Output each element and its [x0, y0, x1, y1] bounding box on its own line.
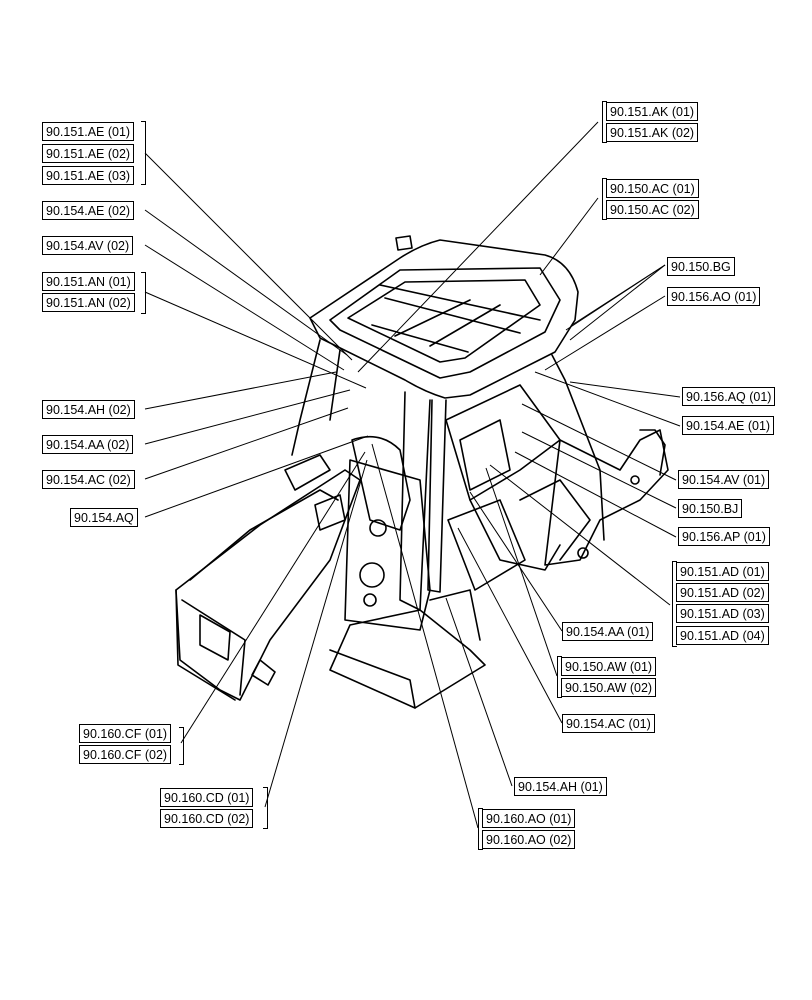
callout-90-160-ao-02: 90.160.AO (02) — [482, 830, 576, 849]
callout-90-160-cf-02: 90.160.CF (02) — [79, 745, 172, 764]
loader-arm — [544, 429, 669, 566]
callout-90-160-ao-01: 90.160.AO (01) — [482, 809, 576, 828]
callout-90-151-an-01: 90.151.AN (01) — [42, 272, 135, 291]
beacon — [395, 235, 413, 251]
callout-90-160-cf-01: 90.160.CF (01) — [79, 724, 172, 743]
roof-outline — [309, 239, 579, 399]
callout-90-150-bj: 90.150.BJ — [678, 499, 743, 518]
callout-90-151-ak-02: 90.151.AK (02) — [606, 123, 699, 142]
callout-90-154-av-01: 90.154.AV (01) — [678, 470, 770, 489]
callout-90-150-ac-01: 90.150.AC (01) — [606, 179, 699, 198]
roof-glass — [347, 279, 541, 363]
callout-90-154-aa-02: 90.154.AA (02) — [42, 435, 134, 454]
step — [329, 609, 486, 709]
callout-90-156-aq-01: 90.156.AQ (01) — [682, 387, 776, 406]
grille — [181, 599, 246, 696]
rear-hood — [175, 469, 361, 701]
callout-90-151-ae-01: 90.151.AE (01) — [42, 122, 135, 141]
callout-90-151-ad-03: 90.151.AD (03) — [676, 604, 769, 623]
callout-90-154-ac-01: 90.154.AC (01) — [562, 714, 655, 733]
bracket — [602, 178, 607, 220]
callout-90-154-ae-02: 90.154.AE (02) — [42, 201, 135, 220]
callout-90-156-ap-01: 90.156.AP (01) — [678, 527, 770, 546]
callout-90-160-cd-01: 90.160.CD (01) — [160, 788, 254, 807]
roof-inner — [329, 267, 561, 379]
callout-90-160-cd-02: 90.160.CD (02) — [160, 809, 254, 828]
callout-90-151-an-02: 90.151.AN (02) — [42, 293, 135, 312]
bracket — [141, 272, 146, 314]
bracket — [263, 787, 268, 829]
callout-90-151-ad-02: 90.151.AD (02) — [676, 583, 769, 602]
front-pillar — [427, 399, 447, 593]
bracket — [557, 656, 562, 698]
bracket — [602, 101, 607, 143]
callout-90-150-aw-01: 90.150.AW (01) — [561, 657, 657, 676]
callout-90-154-aq: 90.154.AQ — [70, 508, 138, 527]
callout-90-150-aw-02: 90.150.AW (02) — [561, 678, 657, 697]
callout-90-151-ad-01: 90.151.AD (01) — [676, 562, 769, 581]
callout-90-154-ac-02: 90.154.AC (02) — [42, 470, 135, 489]
callout-90-154-ae-01: 90.154.AE (01) — [682, 416, 775, 435]
bracket — [478, 808, 483, 850]
bracket — [141, 121, 146, 185]
callout-90-150-bg: 90.150.BG — [667, 257, 735, 276]
callout-90-151-ae-03: 90.151.AE (03) — [42, 166, 135, 185]
callout-90-151-ad-04: 90.151.AD (04) — [676, 626, 769, 645]
callout-90-151-ak-01: 90.151.AK (01) — [606, 102, 699, 121]
callout-90-154-av-02: 90.154.AV (02) — [42, 236, 134, 255]
bracket — [179, 727, 184, 765]
callout-90-151-ae-02: 90.151.AE (02) — [42, 144, 135, 163]
callout-90-156-ao-01: 90.156.AO (01) — [667, 287, 761, 306]
callout-90-154-ah-02: 90.154.AH (02) — [42, 400, 135, 419]
callout-90-154-ah-01: 90.154.AH (01) — [514, 777, 607, 796]
callout-90-150-ac-02: 90.150.AC (02) — [606, 200, 699, 219]
bracket — [672, 561, 677, 647]
callout-90-154-aa-01: 90.154.AA (01) — [562, 622, 654, 641]
rear-pillar — [551, 354, 605, 541]
side-panel — [344, 459, 431, 631]
